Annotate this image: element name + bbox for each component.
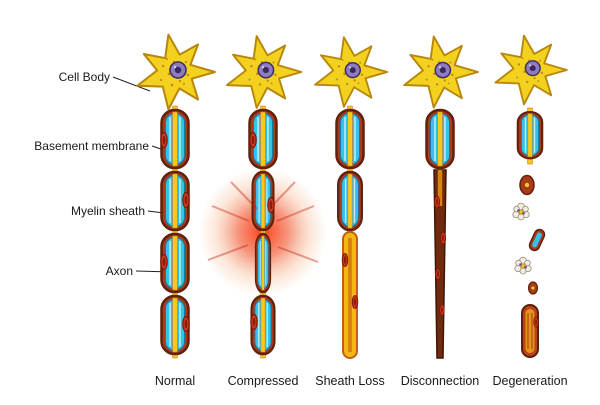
- basement-membrane-pointer-line: [151, 145, 162, 150]
- debris-splat: [514, 256, 532, 275]
- neuron-compressed: [199, 35, 327, 359]
- myelin-sheath-label: Myelin sheath: [71, 204, 145, 218]
- distal-stump: [521, 304, 539, 358]
- cell-body: [494, 34, 568, 106]
- axon-fragment-tilted: [528, 228, 546, 252]
- cell-body: [225, 35, 303, 109]
- cell-body: [314, 36, 389, 108]
- cell-body: [403, 35, 479, 109]
- stage-labels: Normal Compressed Sheath Loss Disconnect…: [155, 374, 568, 388]
- neuron-degeneration: [494, 34, 568, 358]
- stage-label-normal: Normal: [155, 374, 195, 388]
- axon-core: [260, 105, 266, 359]
- strand-axon-remnant: [437, 170, 443, 206]
- neuron-sheath-loss: [314, 36, 389, 359]
- cell-body: [136, 33, 216, 111]
- basement-membrane-label: Basement membrane: [34, 139, 149, 153]
- axon-core: [172, 105, 178, 359]
- cell-body-pointer-line: [112, 76, 151, 92]
- cell-body-label: Cell Body: [59, 70, 110, 84]
- neuron-normal: [136, 33, 216, 359]
- axon-label: Axon: [106, 264, 133, 278]
- legend: Cell Body Basement membrane Myelin sheat…: [34, 70, 173, 278]
- debris-splat: [512, 202, 530, 221]
- stage-label-compressed: Compressed: [228, 374, 299, 388]
- stage-label-disconnection: Disconnection: [401, 374, 480, 388]
- stage-label-sheath-loss: Sheath Loss: [315, 374, 385, 388]
- bare-axon-core: [348, 238, 352, 352]
- stage-label-degeneration: Degeneration: [492, 374, 567, 388]
- neuron-disconnection: [403, 35, 479, 359]
